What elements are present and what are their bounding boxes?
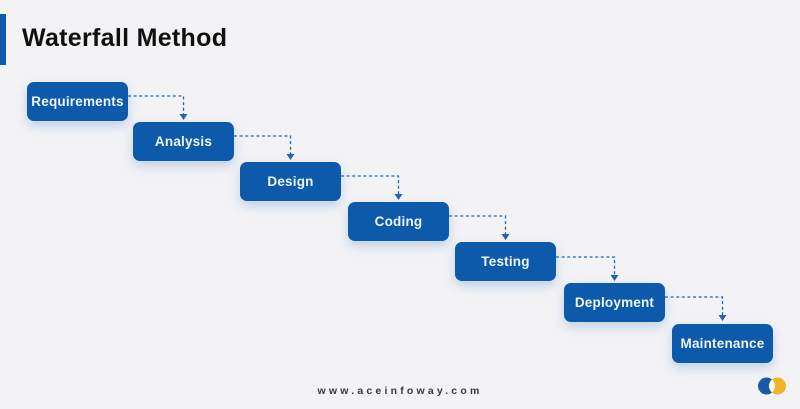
website-url: www.aceinfoway.com <box>317 385 483 397</box>
stage-label: Requirements <box>31 94 124 109</box>
arrow-testing-to-deployment <box>556 256 619 281</box>
stage-label: Maintenance <box>680 336 765 351</box>
stage-label: Analysis <box>154 134 213 149</box>
page-title: Waterfall Method <box>22 24 228 52</box>
arrow-coding-to-testing <box>449 215 510 240</box>
stage-box-maintenance: Maintenance <box>672 324 773 363</box>
stage-label: Coding <box>374 214 423 229</box>
stage-label: Deployment <box>574 295 655 310</box>
stage-box-design: Design <box>240 162 341 201</box>
overlapping-circles-icon <box>758 377 786 395</box>
arrow-analysis-to-design <box>234 135 295 160</box>
stage-label: Design <box>267 174 314 189</box>
title-accent-bar <box>0 14 6 65</box>
stage-box-requirements: Requirements <box>27 82 128 121</box>
stage-box-deployment: Deployment <box>564 283 665 322</box>
stage-box-testing: Testing <box>455 242 556 281</box>
arrow-design-to-coding <box>341 175 403 200</box>
arrow-deployment-to-maintenance <box>665 296 727 321</box>
stage-box-coding: Coding <box>348 202 449 241</box>
stage-box-analysis: Analysis <box>133 122 234 161</box>
arrow-requirements-to-analysis <box>128 95 188 120</box>
stage-label: Testing <box>481 254 530 269</box>
